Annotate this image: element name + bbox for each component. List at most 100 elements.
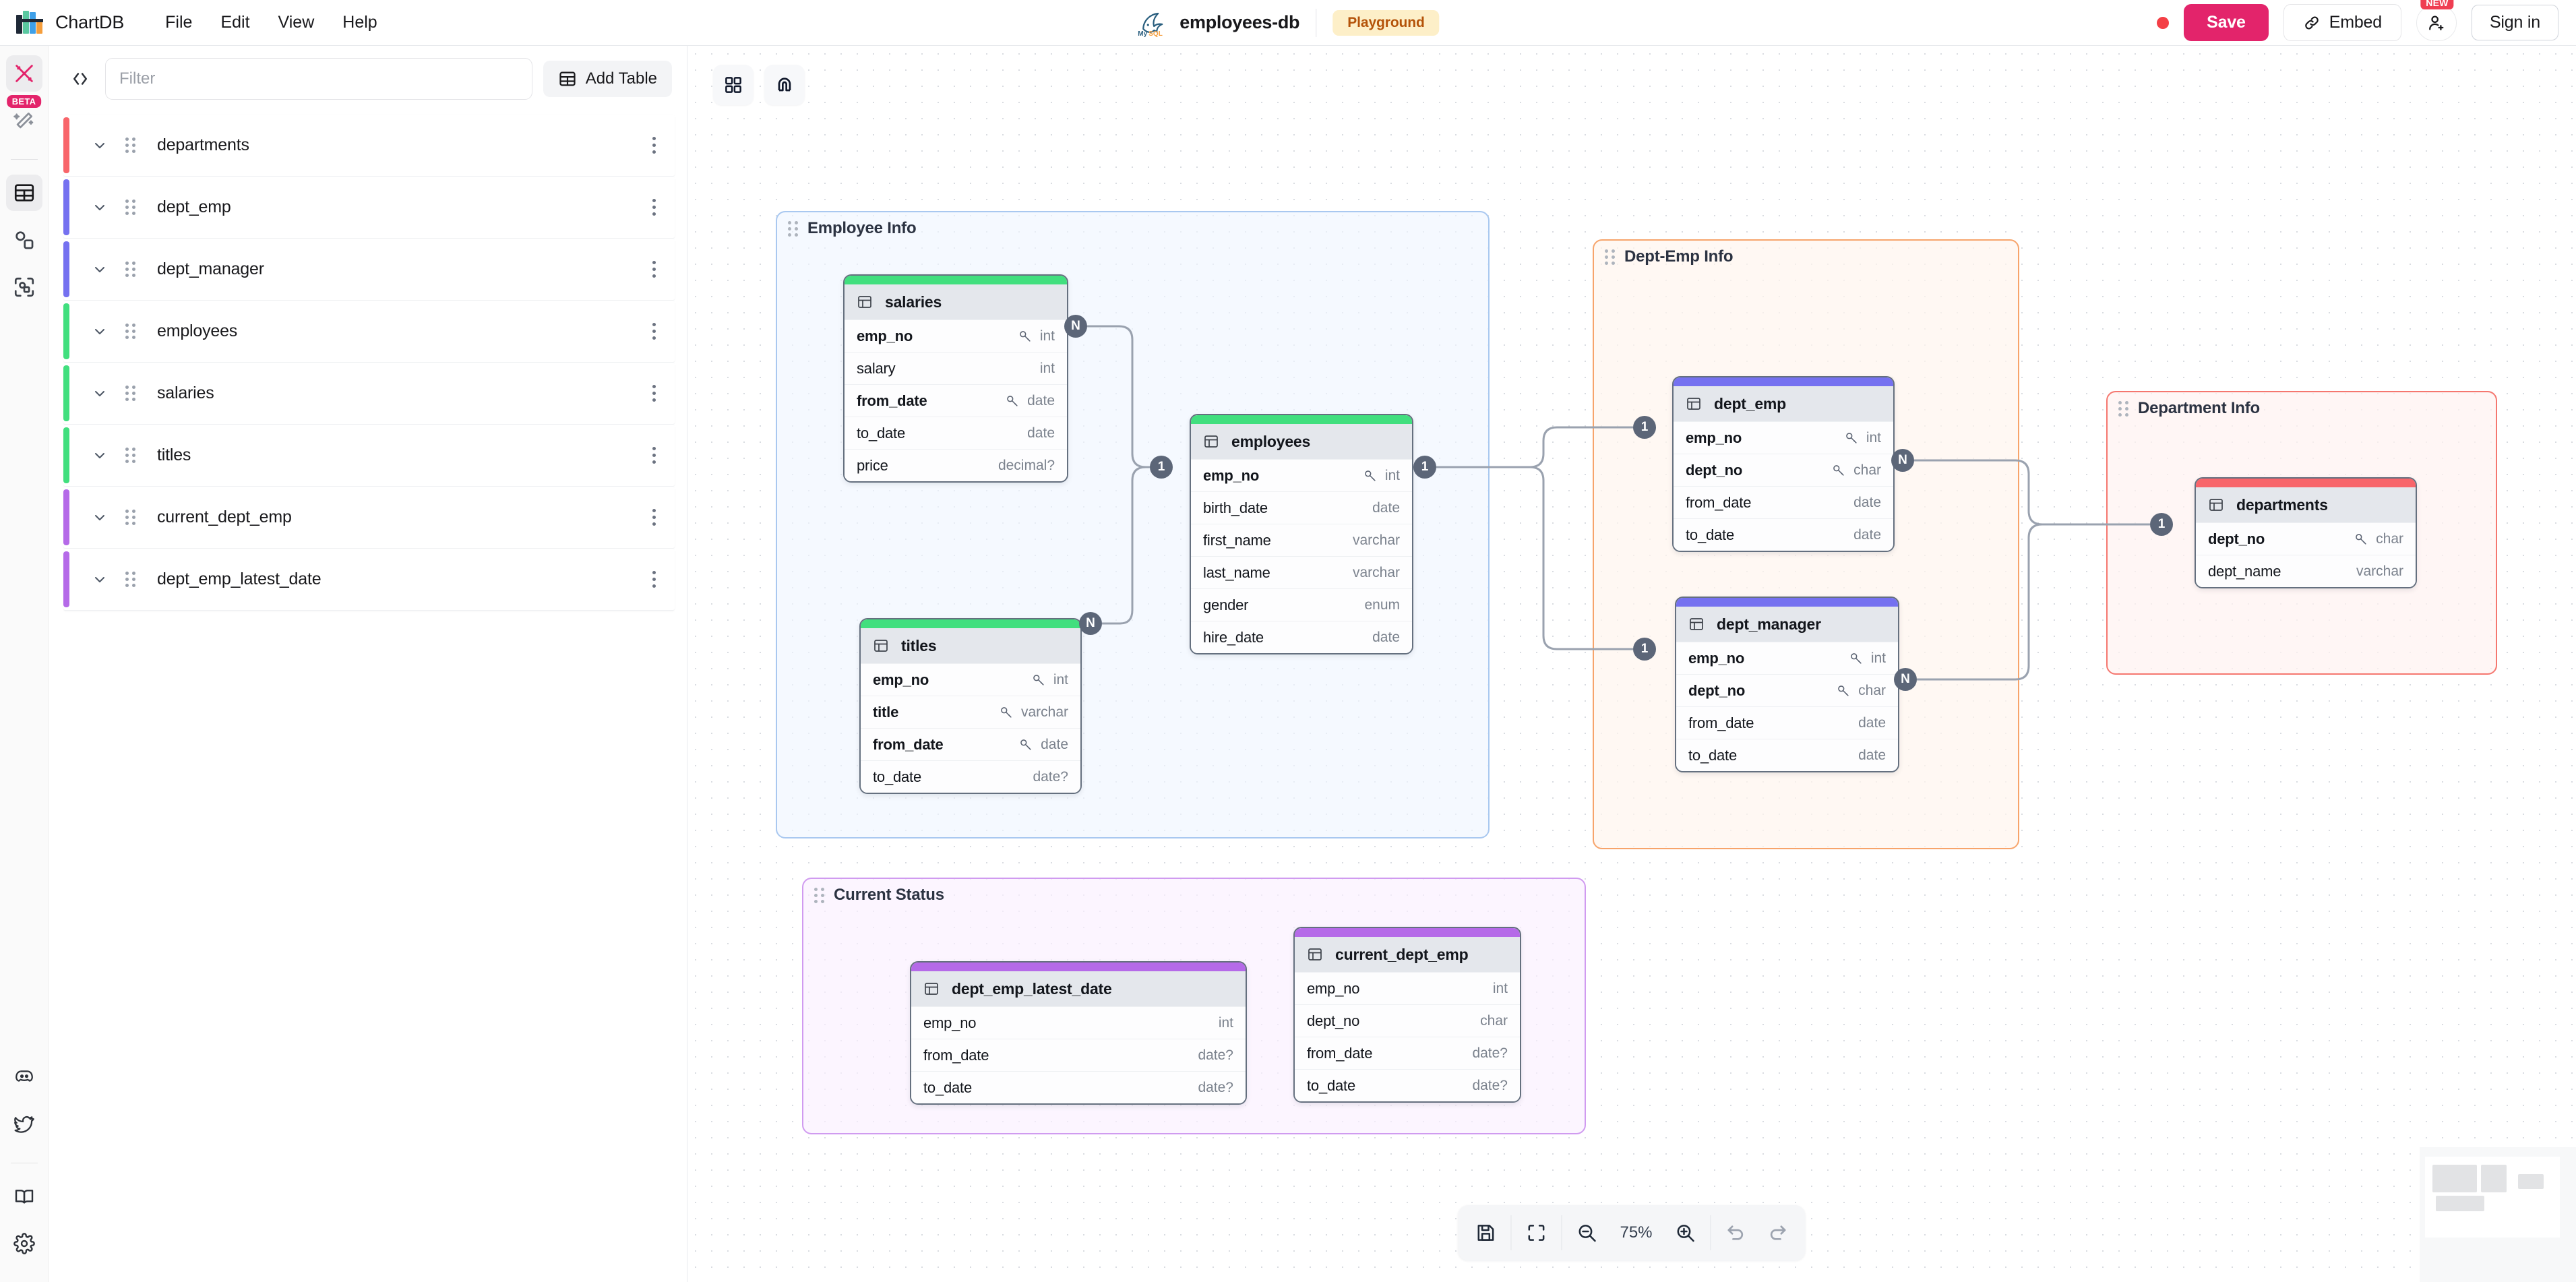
entity-header[interactable]: current_dept_emp — [1295, 937, 1520, 972]
drag-handle-icon[interactable] — [125, 510, 135, 525]
rail-item-discord[interactable] — [6, 1059, 42, 1095]
entity-header[interactable]: departments — [2196, 487, 2416, 522]
drag-handle-icon[interactable] — [125, 200, 135, 215]
menu-edit[interactable]: Edit — [220, 13, 250, 32]
menu-help[interactable]: Help — [342, 13, 377, 32]
chevron-down-icon[interactable] — [90, 386, 109, 402]
table-list-item[interactable]: dept_emp — [63, 177, 675, 239]
entity-header[interactable]: dept_manager — [1676, 607, 1898, 642]
embed-button[interactable]: Embed — [2283, 4, 2401, 41]
table-options-button[interactable] — [652, 199, 656, 216]
table-list-item[interactable]: dept_emp_latest_date — [63, 549, 675, 611]
table-options-button[interactable] — [652, 137, 656, 154]
table-list-item[interactable]: current_dept_emp — [63, 487, 675, 549]
table-list-item[interactable]: titles — [63, 425, 675, 487]
drag-handle-icon[interactable] — [125, 386, 135, 401]
chevron-down-icon[interactable] — [90, 510, 109, 526]
table-list-item[interactable]: dept_manager — [63, 239, 675, 301]
rail-item-tables[interactable] — [5, 175, 42, 211]
diagram-title[interactable]: employees-db — [1179, 12, 1300, 32]
collapse-panel-button[interactable] — [66, 65, 94, 93]
table-options-button[interactable] — [652, 261, 656, 278]
undo-button[interactable] — [1715, 1212, 1757, 1254]
zoom-level-label[interactable]: 75% — [1620, 1223, 1653, 1242]
chevron-down-icon[interactable] — [90, 200, 109, 216]
entity-header[interactable]: dept_emp — [1674, 386, 1893, 421]
drag-handle-icon[interactable] — [788, 220, 798, 237]
entity-header[interactable]: dept_emp_latest_date — [911, 971, 1246, 1006]
table-list-item[interactable]: employees — [63, 301, 675, 363]
drag-handle-icon[interactable] — [125, 572, 135, 587]
table-list-item[interactable]: salaries — [63, 363, 675, 425]
redo-button[interactable] — [1757, 1212, 1799, 1254]
rail-item-settings[interactable] — [6, 1225, 42, 1262]
rail-item-diagrams[interactable] — [5, 55, 42, 92]
rail-item-relationships[interactable] — [6, 222, 42, 258]
chevron-down-icon[interactable] — [90, 262, 109, 278]
minimap[interactable] — [2420, 1147, 2576, 1282]
chevron-down-icon[interactable] — [90, 448, 109, 464]
chevron-down-icon[interactable] — [90, 138, 109, 154]
table-list-item[interactable]: departments — [63, 115, 675, 177]
table-options-button[interactable] — [652, 447, 656, 464]
drag-handle-icon[interactable] — [125, 138, 135, 153]
toggle-grid-button[interactable] — [713, 65, 754, 105]
zoom-out-button[interactable] — [1566, 1212, 1607, 1254]
zoom-in-button[interactable] — [1665, 1212, 1707, 1254]
rail-item-twitter[interactable] — [6, 1106, 42, 1142]
chevron-down-icon[interactable] — [90, 572, 109, 588]
add-user-button[interactable]: NEW — [2416, 0, 2457, 41]
rail-item-magic[interactable]: BETA — [6, 95, 42, 139]
drag-handle-icon[interactable] — [125, 448, 135, 463]
filter-input[interactable] — [105, 58, 532, 100]
drag-handle-icon[interactable] — [125, 262, 135, 277]
table-options-button[interactable] — [652, 323, 656, 340]
drag-handle-icon[interactable] — [125, 324, 135, 339]
drag-handle-icon[interactable] — [1605, 249, 1615, 265]
menu-file[interactable]: File — [165, 13, 193, 32]
save-button[interactable]: Save — [2184, 4, 2269, 41]
sign-in-button[interactable]: Sign in — [2471, 5, 2558, 40]
entity-header[interactable]: salaries — [845, 284, 1067, 319]
rail-item-areas[interactable] — [6, 269, 42, 305]
menu-view[interactable]: View — [278, 13, 315, 32]
drag-handle-icon[interactable] — [2118, 400, 2128, 417]
entity-header[interactable]: titles — [861, 628, 1080, 663]
table-options-button[interactable] — [652, 509, 656, 526]
